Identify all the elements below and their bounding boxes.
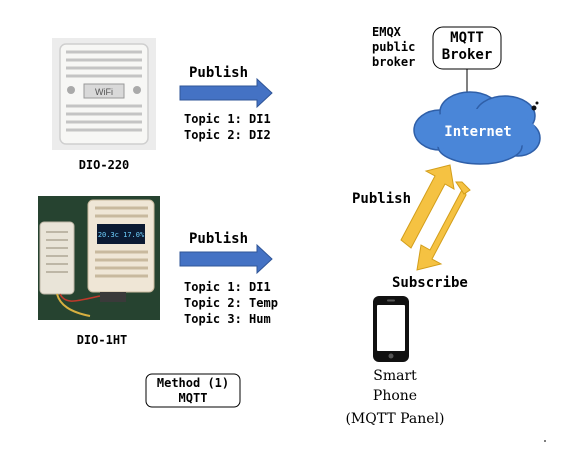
emqx-caption-line-2: public bbox=[372, 40, 416, 54]
publish-label-1: Publish bbox=[189, 65, 249, 81]
method-line-2: MQTT bbox=[178, 391, 208, 405]
topic-2-dio220: Topic 2: DI2 bbox=[184, 128, 271, 142]
phone-caption-line-3: (MQTT Panel) bbox=[345, 411, 445, 427]
method-line-1: Method (1) bbox=[156, 376, 230, 390]
internet-label: Internet bbox=[444, 124, 512, 140]
dio-1ht-screen-text: 20.3c 17.0% bbox=[98, 231, 145, 239]
topic-2-dio1ht: Topic 2: Temp bbox=[184, 296, 278, 310]
subscribe-arrow-down bbox=[416, 181, 471, 271]
dio-220-device-image: WiFi bbox=[52, 38, 156, 150]
emqx-caption-line-3: broker bbox=[372, 55, 416, 69]
phone-caption-line-1: Smart bbox=[373, 368, 417, 384]
topic-1-dio1ht: Topic 1: DI1 bbox=[184, 280, 271, 294]
emqx-caption-line-1: EMQX bbox=[372, 25, 401, 39]
internet-cloud bbox=[413, 91, 541, 165]
smartphone-icon bbox=[373, 296, 409, 362]
mqtt-broker-line-1: MQTT bbox=[450, 30, 484, 46]
dio-1ht-label: DIO-1HT bbox=[76, 333, 128, 347]
dio-220-label: DIO-220 bbox=[78, 158, 130, 172]
phone-caption-line-2: Phone bbox=[372, 388, 418, 404]
topic-3-dio1ht: Topic 3: Hum bbox=[184, 312, 271, 326]
publish-arrow-1 bbox=[179, 77, 273, 109]
topic-1-dio220: Topic 1: DI1 bbox=[184, 112, 271, 126]
publish-label-2: Publish bbox=[189, 231, 249, 247]
publish-link-label: Publish bbox=[352, 191, 412, 207]
mqtt-broker-line-2: Broker bbox=[441, 47, 493, 63]
subscribe-link-label: Subscribe bbox=[392, 275, 468, 291]
method-box bbox=[145, 373, 241, 408]
dio-1ht-device-image: 20.3c 17.0% bbox=[38, 196, 160, 320]
publish-arrow-2 bbox=[179, 243, 273, 275]
dio-220-screen-text: WiFi bbox=[95, 87, 113, 97]
publish-arrow-up bbox=[400, 164, 455, 249]
